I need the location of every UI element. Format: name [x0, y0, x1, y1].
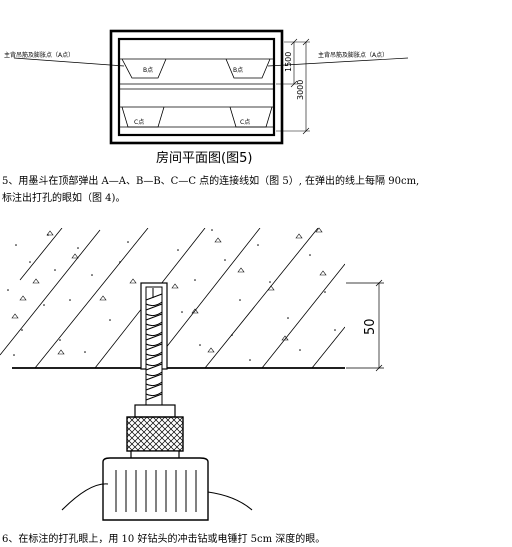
dim-tick — [302, 38, 310, 46]
dim-tick — [375, 364, 383, 372]
drill-collar — [134, 404, 176, 418]
dim-tick — [290, 80, 298, 88]
b-point-right-label: B点 — [233, 67, 244, 74]
dim-3000-text: 3000 — [296, 80, 305, 100]
c-left-bracket — [121, 106, 165, 128]
dim-50-text: 50 — [363, 318, 378, 335]
right-anchor-note: 主背吊筋及膨胀点（A点） — [318, 52, 389, 59]
b-left-bracket — [121, 58, 167, 79]
c-right-bracket — [229, 106, 273, 128]
drill-chuck — [126, 416, 184, 452]
right-note-leader — [267, 57, 409, 67]
room-outer-wall — [109, 29, 284, 145]
concrete-hatch — [0, 228, 345, 368]
c-point-right-label: C点 — [240, 119, 251, 126]
dim-tick — [290, 38, 298, 46]
step5-line2: 标注出打孔的眼如（图 4)。 — [2, 193, 126, 204]
dim-1500-text: 1500 — [284, 52, 293, 72]
c-point-left-label: C点 — [134, 119, 145, 126]
figure5-caption: 房间平面图(图5) — [156, 151, 253, 166]
b-point-left-label: B点 — [143, 67, 154, 74]
aggregate-triangles — [11, 227, 327, 355]
left-note-leader — [13, 57, 125, 67]
dim-tick — [375, 279, 383, 287]
drill-bit — [145, 286, 163, 408]
concrete-aggregate — [7, 229, 336, 361]
step5-line1: 5、用墨斗在顶部弹出 A—A、B—B、C—C 点的连接线如（图 5）, 在弹出的… — [2, 176, 420, 187]
step6-line1: 6、在标注的打孔眼上，用 10 好钻头的冲击钻或电锤打 5cm 深度的眼。 — [2, 534, 326, 545]
left-anchor-note: 主背吊筋及膨胀点（A点） — [4, 52, 75, 59]
drill-vents — [115, 470, 197, 512]
b-right-bracket — [225, 58, 271, 79]
room-inner-wall — [117, 37, 276, 137]
hand-outline-right — [207, 491, 253, 511]
dim-tick — [302, 127, 310, 135]
hand-outline — [61, 483, 109, 511]
